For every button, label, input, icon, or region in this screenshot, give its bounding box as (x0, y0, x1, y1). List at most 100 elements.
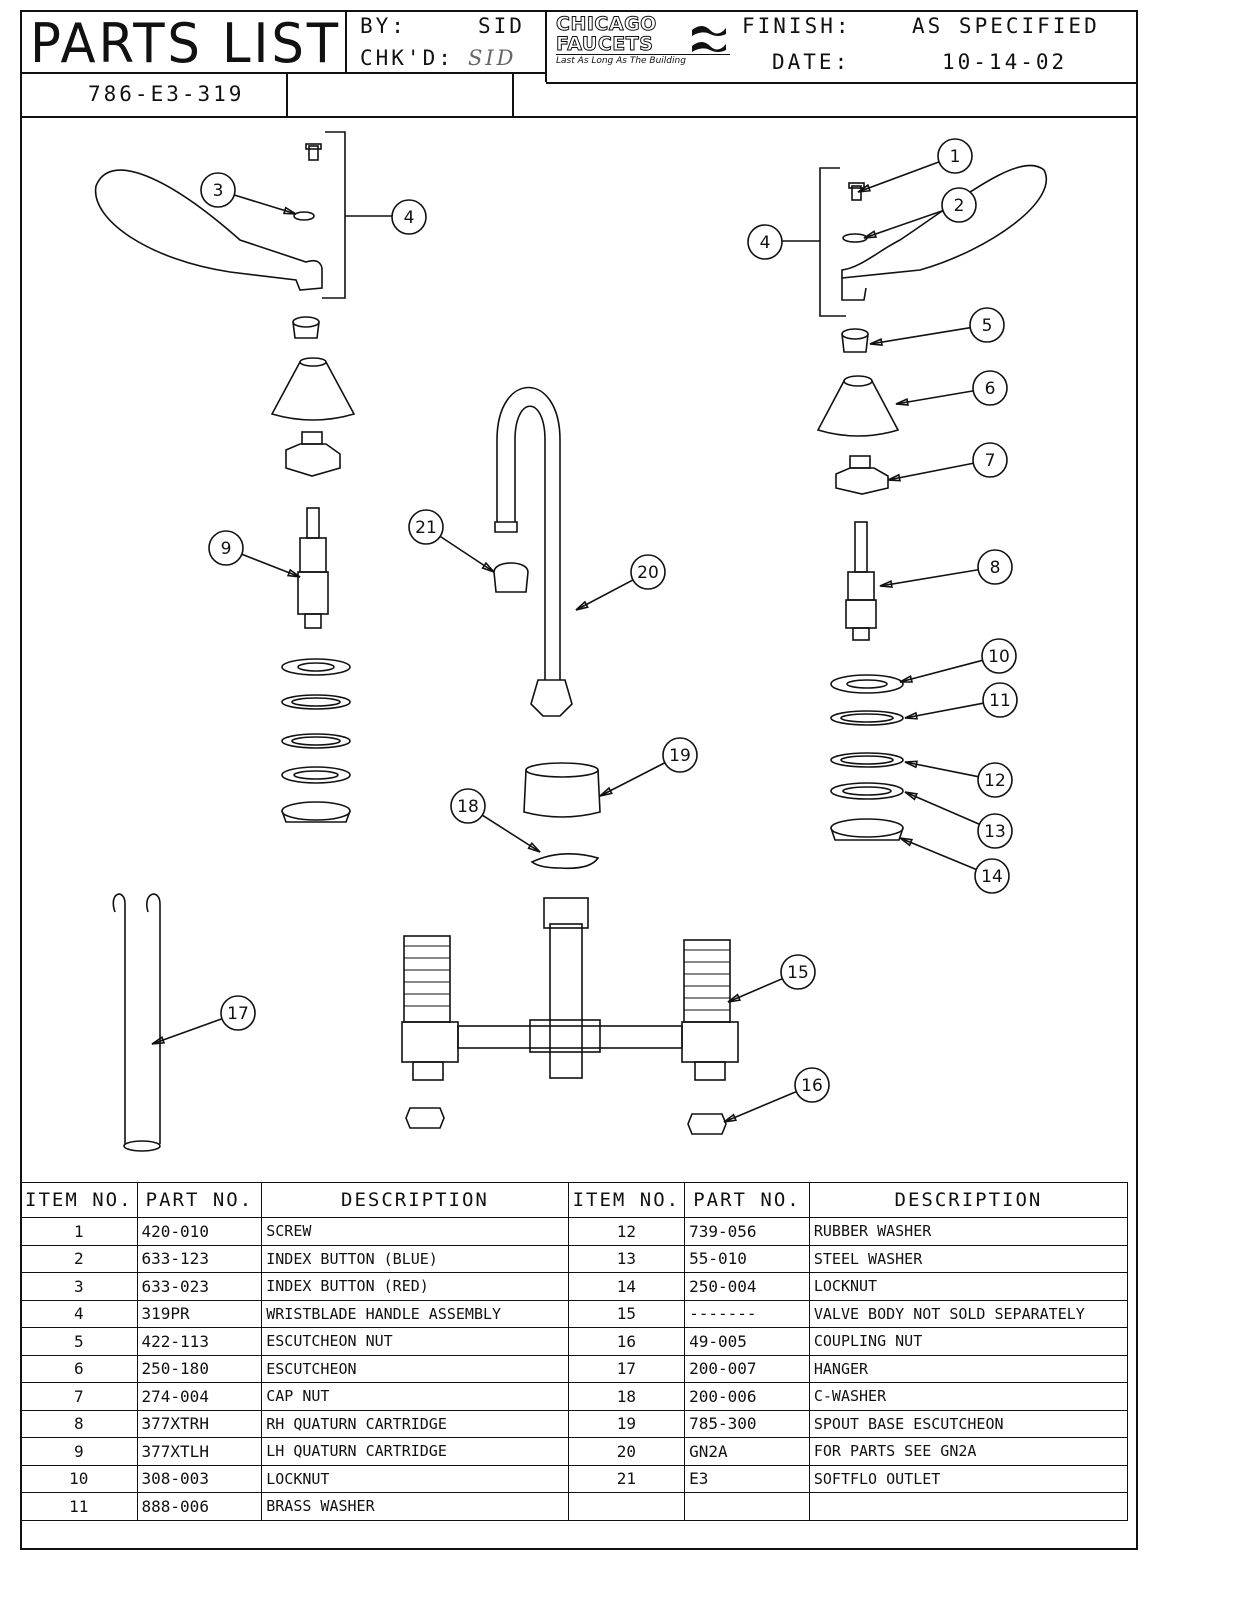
part-number-cell: 319PR (136, 1299, 263, 1328)
leader-line (895, 390, 974, 405)
leader-arrowhead (879, 580, 893, 588)
leader-arrowhead (869, 338, 883, 346)
leader-line (869, 326, 971, 345)
table-header-row: ITEM NO. PART NO. DESCRIPTION ITEM NO. P… (20, 1182, 1129, 1218)
part-number-cell: 420-010 (136, 1217, 263, 1246)
callout-circle (941, 187, 977, 223)
item-number-cell: 7 (20, 1382, 138, 1411)
callout-circle (391, 199, 427, 235)
by-label: BY: (360, 14, 407, 38)
leader-arrowhead (727, 993, 741, 1003)
callout-label-11: 11 (989, 691, 1011, 711)
description-cell: INDEX BUTTON (BLUE) (261, 1244, 569, 1273)
part-number-cell: GN2A (684, 1437, 810, 1466)
part-number-cell: 55-010 (684, 1244, 810, 1273)
part-number-cell: 274-004 (136, 1382, 263, 1411)
callout-label-2: 2 (954, 196, 965, 216)
leader-arrowhead (723, 1113, 738, 1123)
item-number-cell: 15 (567, 1299, 686, 1328)
item-number-cell: 6 (20, 1354, 138, 1383)
right-handle-assembly (816, 164, 1047, 841)
item-number-cell: 17 (567, 1354, 686, 1383)
leader-arrowhead (899, 837, 914, 847)
part-number-cell: 200-007 (684, 1354, 810, 1383)
item-number-cell: 9 (20, 1437, 138, 1466)
column-header-part-no: PART NO. (684, 1182, 810, 1218)
checked-initials: SID (468, 46, 517, 70)
callout-circle (972, 442, 1008, 478)
callout-label-3: 3 (213, 181, 224, 201)
parts-table: ITEM NO. PART NO. DESCRIPTION ITEM NO. P… (20, 1182, 1129, 1521)
leader-arrowhead (599, 786, 613, 797)
logo-wave-icon (692, 26, 726, 52)
leader-line (857, 161, 940, 193)
leader-line (723, 1090, 797, 1123)
callout-circle (937, 138, 973, 174)
item-number-cell: 5 (20, 1327, 138, 1356)
model-number: 786-E3-319 (88, 82, 245, 106)
part-number-cell: 888-006 (136, 1492, 263, 1521)
date-value: 10-14-02 (942, 50, 1068, 74)
description-cell: WRISTBLADE HANDLE ASSEMBLY (261, 1299, 569, 1328)
part-number-cell (684, 1492, 810, 1521)
description-cell: SOFTFLO OUTLET (808, 1464, 1129, 1493)
part-number-cell: 377XTRH (136, 1409, 263, 1438)
header-divider (286, 72, 288, 116)
callout-circle (450, 788, 486, 824)
description-cell: FOR PARTS SEE GN2A (808, 1437, 1129, 1466)
callout-label-4: 4 (760, 233, 771, 253)
callout-circle (630, 554, 666, 590)
description-cell: C-WASHER (808, 1382, 1129, 1411)
callout-label-15: 15 (787, 963, 809, 983)
part-number-cell: 422-113 (136, 1327, 263, 1356)
description-cell: INDEX BUTTON (RED) (261, 1272, 569, 1301)
part-number-cell: 250-180 (136, 1354, 263, 1383)
part-number-cell: 377XTLH (136, 1437, 263, 1466)
description-cell: RUBBER WASHER (808, 1217, 1129, 1246)
logo-line-2: FAUCETS (556, 33, 654, 55)
drawing-sheet (20, 10, 1138, 1550)
description-cell: VALVE BODY NOT SOLD SEPARATELY (808, 1299, 1129, 1328)
header-divider (512, 72, 514, 116)
callout-label-10: 10 (988, 647, 1010, 667)
callout-circle (208, 530, 244, 566)
callout-circle (200, 172, 236, 208)
callout-label-13: 13 (984, 822, 1006, 842)
item-number-cell: 4 (20, 1299, 138, 1328)
leader-arrowhead (857, 183, 872, 193)
leader-line (234, 194, 297, 215)
leader-arrowhead (904, 711, 918, 720)
header-rule (20, 72, 546, 74)
item-number-cell: 11 (20, 1492, 138, 1521)
part-number-cell: 49-005 (684, 1327, 810, 1356)
header-divider (345, 10, 347, 72)
part-number-cell: E3 (684, 1464, 810, 1493)
item-number-cell: 3 (20, 1272, 138, 1301)
leader-line (575, 579, 634, 611)
item-number-cell: 10 (20, 1464, 138, 1493)
leader-line (439, 535, 495, 573)
callout-label-8: 8 (990, 558, 1001, 578)
callout-label-1: 1 (950, 147, 961, 167)
callout-label-5: 5 (982, 316, 993, 336)
leader-arrowhead (286, 568, 301, 578)
item-number-cell: 13 (567, 1244, 686, 1273)
callout-label-9: 9 (221, 539, 232, 559)
leader-arrowhead (151, 1036, 166, 1045)
part-number-cell: 633-123 (136, 1244, 263, 1273)
item-number-cell: 2 (20, 1244, 138, 1273)
callout-circle (408, 509, 444, 545)
column-header-description: DESCRIPTION (808, 1182, 1129, 1218)
checked-label: CHK'D: (360, 46, 454, 70)
description-cell: ESCUTCHEON NUT (261, 1327, 569, 1356)
by-value: SID (478, 14, 525, 38)
header-rule (546, 82, 1138, 84)
